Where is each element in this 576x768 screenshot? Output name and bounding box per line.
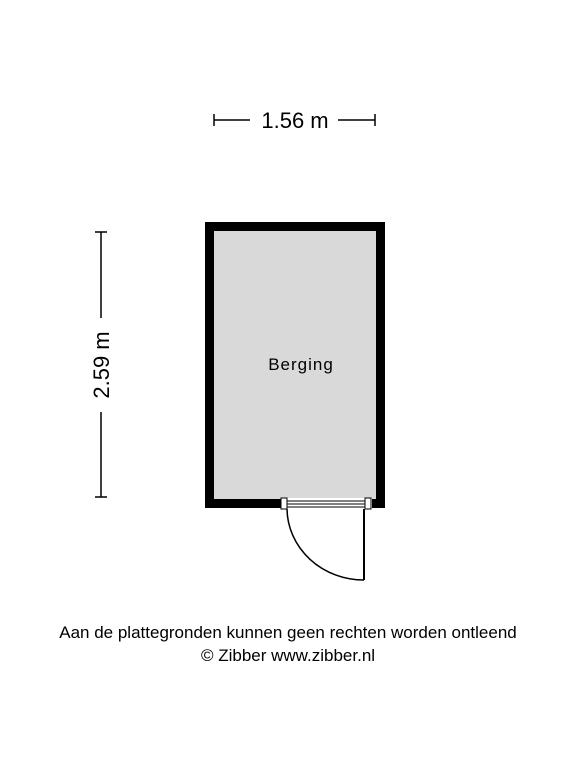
- door-jamb-right: [364, 497, 372, 510]
- room-label: Berging: [268, 355, 334, 374]
- door-swing-arc: [286, 508, 365, 581]
- height-dimension-label: 2.59 m: [89, 331, 114, 398]
- room-berging: Berging: [205, 222, 385, 508]
- width-dimension: 1.56 m: [213, 108, 376, 133]
- door-jamb-left: [280, 497, 288, 510]
- disclaimer-text: Aan de plattegronden kunnen geen rechten…: [59, 623, 517, 642]
- door: [280, 497, 372, 581]
- width-dimension-label: 1.56 m: [261, 108, 328, 133]
- room-floor: [214, 231, 376, 499]
- height-dimension: 2.59 m: [89, 231, 114, 498]
- copyright-text: © Zibber www.zibber.nl: [200, 646, 376, 665]
